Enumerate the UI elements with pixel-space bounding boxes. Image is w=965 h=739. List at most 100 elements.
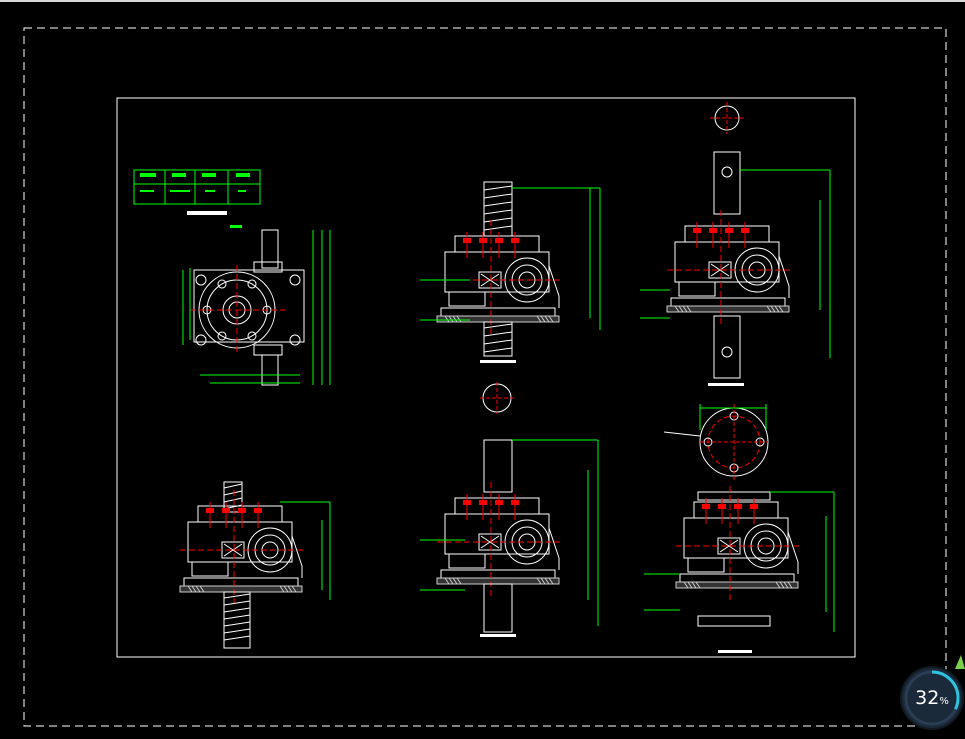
rect bbox=[444, 251, 550, 293]
rect bbox=[448, 291, 486, 307]
line bbox=[483, 323, 513, 329]
label-cross bbox=[223, 543, 243, 557]
progress-indicator: 32% bbox=[902, 668, 962, 728]
drawing-frame bbox=[116, 97, 856, 658]
rect bbox=[448, 553, 486, 569]
rect bbox=[440, 307, 556, 317]
bolt-mark bbox=[463, 238, 471, 243]
line bbox=[456, 315, 462, 323]
rect bbox=[444, 513, 550, 555]
rect bbox=[674, 241, 780, 283]
rect bbox=[678, 281, 716, 297]
line bbox=[448, 577, 454, 585]
line bbox=[683, 581, 689, 589]
line bbox=[483, 209, 513, 215]
table-header-mark bbox=[236, 173, 250, 177]
rect bbox=[483, 439, 513, 493]
line bbox=[187, 585, 193, 593]
progress-ring bbox=[904, 670, 960, 726]
view-caption-bar bbox=[480, 360, 516, 363]
line bbox=[663, 431, 701, 437]
line bbox=[695, 581, 701, 589]
line bbox=[787, 531, 799, 563]
line bbox=[279, 585, 285, 593]
bolt-mark bbox=[725, 228, 733, 233]
line bbox=[674, 305, 680, 313]
label-cross bbox=[719, 539, 739, 553]
rect bbox=[679, 573, 795, 583]
bolt-mark bbox=[495, 500, 503, 505]
rect bbox=[666, 305, 790, 313]
rect bbox=[223, 591, 251, 649]
bolt-mark bbox=[222, 508, 230, 513]
line bbox=[444, 315, 450, 323]
line bbox=[223, 628, 251, 634]
view-caption-bar bbox=[480, 634, 516, 637]
circle bbox=[721, 166, 733, 178]
bolt-mark bbox=[479, 500, 487, 505]
circle bbox=[721, 346, 733, 358]
bolt-mark bbox=[750, 504, 758, 509]
line bbox=[223, 497, 243, 503]
circle bbox=[289, 334, 301, 346]
table-header-mark bbox=[202, 173, 216, 177]
line bbox=[778, 255, 790, 287]
table-header-mark bbox=[140, 173, 156, 177]
bolt-mark bbox=[734, 504, 742, 509]
line bbox=[686, 305, 692, 313]
table-cell-mark bbox=[170, 190, 190, 192]
line bbox=[483, 217, 513, 223]
line bbox=[483, 185, 513, 191]
line bbox=[448, 315, 454, 323]
rect bbox=[697, 615, 771, 627]
line bbox=[223, 490, 243, 496]
circle bbox=[247, 279, 257, 289]
line bbox=[778, 305, 784, 313]
line bbox=[456, 577, 462, 585]
bolt-mark bbox=[741, 228, 749, 233]
table-cell-mark bbox=[238, 190, 246, 192]
line bbox=[536, 315, 542, 323]
label-cross bbox=[480, 273, 500, 287]
line bbox=[483, 201, 513, 207]
line bbox=[483, 193, 513, 199]
line bbox=[678, 305, 684, 313]
circle bbox=[217, 331, 227, 341]
bolt-mark bbox=[693, 228, 701, 233]
rect bbox=[697, 491, 771, 501]
bolt-mark bbox=[495, 238, 503, 243]
line bbox=[287, 585, 293, 593]
rect bbox=[440, 569, 556, 579]
label-cross bbox=[480, 535, 500, 549]
line bbox=[682, 305, 688, 313]
line bbox=[548, 577, 554, 585]
line bbox=[483, 331, 513, 337]
line bbox=[787, 581, 793, 589]
line bbox=[483, 225, 513, 231]
line bbox=[199, 585, 205, 593]
progress-label: 32% bbox=[902, 668, 962, 728]
line bbox=[544, 577, 550, 585]
circle bbox=[217, 279, 227, 289]
table-header-mark bbox=[172, 173, 186, 177]
label-cross bbox=[710, 263, 730, 277]
line bbox=[195, 585, 201, 593]
bolt-mark bbox=[511, 238, 519, 243]
rect bbox=[713, 151, 741, 215]
line bbox=[223, 607, 251, 613]
bolt-mark bbox=[463, 500, 471, 505]
line bbox=[779, 581, 785, 589]
bolt-mark bbox=[709, 228, 717, 233]
circle bbox=[195, 274, 207, 286]
rect bbox=[713, 315, 741, 379]
view-top-right bbox=[640, 102, 831, 386]
rect bbox=[191, 561, 229, 577]
bolt-mark bbox=[702, 504, 710, 509]
line bbox=[452, 315, 458, 323]
circle bbox=[247, 331, 257, 341]
line bbox=[223, 483, 243, 489]
line bbox=[766, 305, 772, 313]
rect bbox=[670, 297, 786, 307]
